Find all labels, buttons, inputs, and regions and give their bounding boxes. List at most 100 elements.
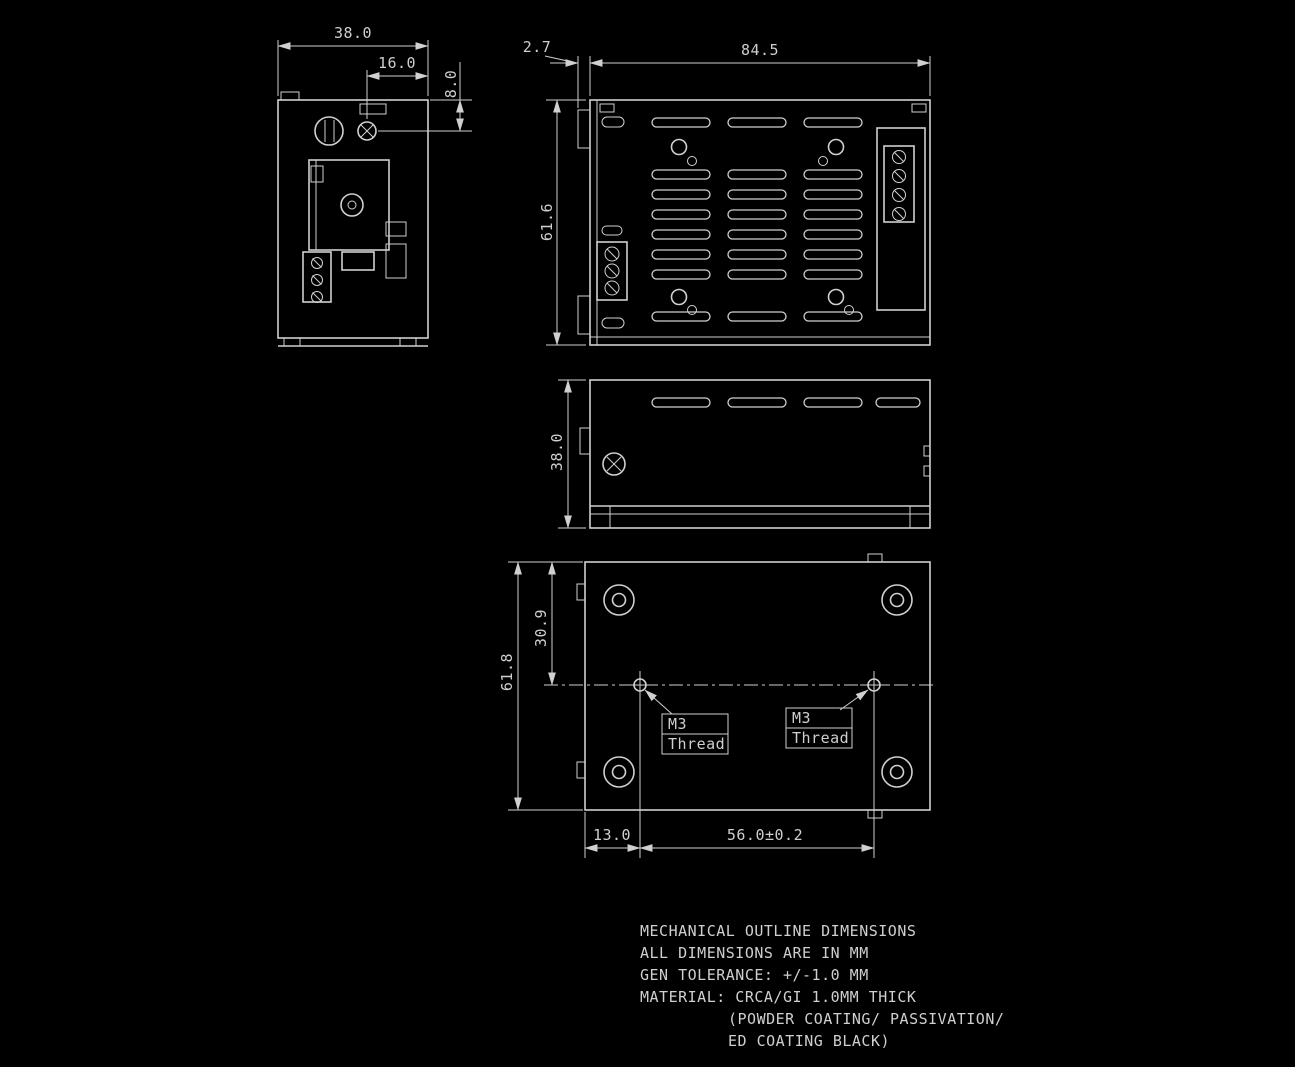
vent-slot	[651, 397, 711, 408]
vent-slot	[651, 117, 711, 128]
terminal-screw-slot	[312, 258, 322, 268]
vent-slot	[803, 311, 863, 322]
chassis-hole-small	[687, 156, 697, 166]
dim-top-width: 84.5	[741, 41, 779, 59]
vent-slot	[651, 311, 711, 322]
vent-slot	[651, 269, 711, 280]
vent-slot	[727, 169, 787, 180]
top-flange-tab	[577, 295, 591, 335]
front-right-detail	[385, 221, 407, 237]
chassis-hole-small	[844, 305, 854, 315]
terminal-screw-slot	[312, 275, 322, 285]
vent-slot	[651, 249, 711, 260]
bottom-edge-tab	[576, 761, 586, 779]
side-edge-detail	[923, 445, 931, 457]
note-line: (POWDER COATING/ PASSIVATION/	[728, 1010, 1004, 1028]
front-top-tab	[280, 91, 300, 101]
side-edge-detail	[923, 465, 931, 477]
terminal-screw	[311, 291, 323, 303]
note-line: ED COATING BLACK)	[728, 1032, 890, 1050]
terminal-screw-slot	[606, 282, 618, 294]
terminal-screw	[892, 169, 906, 183]
bottom-view-dimensions: 30.9 61.8 13.0 56.0±0.2	[498, 561, 875, 858]
vent-slot	[803, 117, 863, 128]
top-corner-detail	[911, 103, 927, 113]
dim-bottom-hole-left: 13.0	[593, 826, 631, 844]
dim-front-pot-x: 16.0	[378, 54, 416, 72]
front-terminal-block	[302, 251, 332, 303]
top-view-dimensions: 2.7 84.5 61.6	[523, 38, 931, 346]
terminal-screw	[892, 188, 906, 202]
top-outline	[589, 99, 931, 346]
bottom-view: M3 Thread M3 Thread	[544, 553, 935, 819]
vent-slot	[727, 209, 787, 220]
vent-slots-top	[651, 117, 863, 322]
top-terminal-block-right	[883, 145, 915, 223]
corner-bushing	[603, 756, 635, 788]
terminal-screw-slot	[606, 248, 618, 260]
vent-slot	[803, 229, 863, 240]
vent-slot	[651, 169, 711, 180]
top-component-block-right	[876, 127, 926, 311]
dim-side-height: 38.0	[548, 433, 566, 471]
front-pot-mount	[359, 103, 387, 115]
chassis-hole-small	[687, 305, 697, 315]
vent-slot	[803, 249, 863, 260]
terminal-screw-slot	[312, 292, 322, 302]
top-flange-tab	[577, 109, 591, 149]
m3-thread-label-line2: Thread	[668, 735, 725, 753]
vent-slot	[803, 397, 863, 408]
terminal-screw	[892, 150, 906, 164]
m3-thread-label-line2: Thread	[792, 729, 849, 747]
front-lower-component	[341, 251, 375, 271]
terminal-screw	[311, 257, 323, 269]
bottom-outline	[584, 561, 931, 811]
front-block-hole	[340, 193, 364, 217]
corner-bushing	[603, 584, 635, 616]
corner-bushing-inner	[889, 592, 905, 608]
vent-slot	[803, 189, 863, 200]
front-block-detail	[310, 165, 324, 183]
vent-slot	[803, 169, 863, 180]
front-dimensions: 38.0 16.0 8.0	[277, 24, 472, 132]
leader-line-m3-left	[644, 689, 673, 715]
top-view	[577, 99, 931, 346]
vent-slot	[651, 209, 711, 220]
potentiometer-cross	[360, 124, 374, 138]
front-right-detail	[385, 243, 407, 279]
m3-thread-label-line1: M3	[792, 709, 811, 727]
corner-slot	[601, 225, 623, 236]
leader-line-m3-right	[839, 689, 869, 711]
vent-slot	[727, 189, 787, 200]
front-block-hole-inner	[347, 200, 357, 210]
drawing-notes: MECHANICAL OUTLINE DIMENSIONS ALL DIMENS…	[640, 922, 1004, 1050]
terminal-screw	[311, 274, 323, 286]
top-corner-detail	[599, 103, 615, 113]
vent-slot	[727, 229, 787, 240]
corner-bushing-inner	[611, 592, 627, 608]
dim-bottom-hole-spacing: 56.0±0.2	[727, 826, 803, 844]
terminal-screw	[892, 207, 906, 221]
vent-slot	[651, 189, 711, 200]
potentiometer-circle	[357, 121, 377, 141]
vent-slot	[651, 229, 711, 240]
terminal-screw	[604, 263, 620, 279]
vent-slot	[727, 269, 787, 280]
chassis-hole	[827, 288, 845, 306]
m3-thread-label-line1: M3	[668, 715, 687, 733]
front-foot-left	[283, 337, 301, 347]
terminal-screw-slot	[606, 265, 618, 277]
bottom-edge-tab	[867, 553, 883, 563]
terminal-screw	[604, 280, 620, 296]
corner-bushing	[881, 584, 913, 616]
side-screw-head	[602, 452, 626, 476]
vent-slot	[803, 269, 863, 280]
side-screw-cross	[606, 456, 622, 472]
dim-bottom-depth: 61.8	[498, 653, 516, 691]
front-outline	[277, 99, 429, 339]
note-line: MECHANICAL OUTLINE DIMENSIONS	[640, 922, 916, 940]
side-flange-tab	[579, 427, 591, 455]
front-component-block	[308, 159, 390, 251]
side-view	[579, 379, 931, 529]
